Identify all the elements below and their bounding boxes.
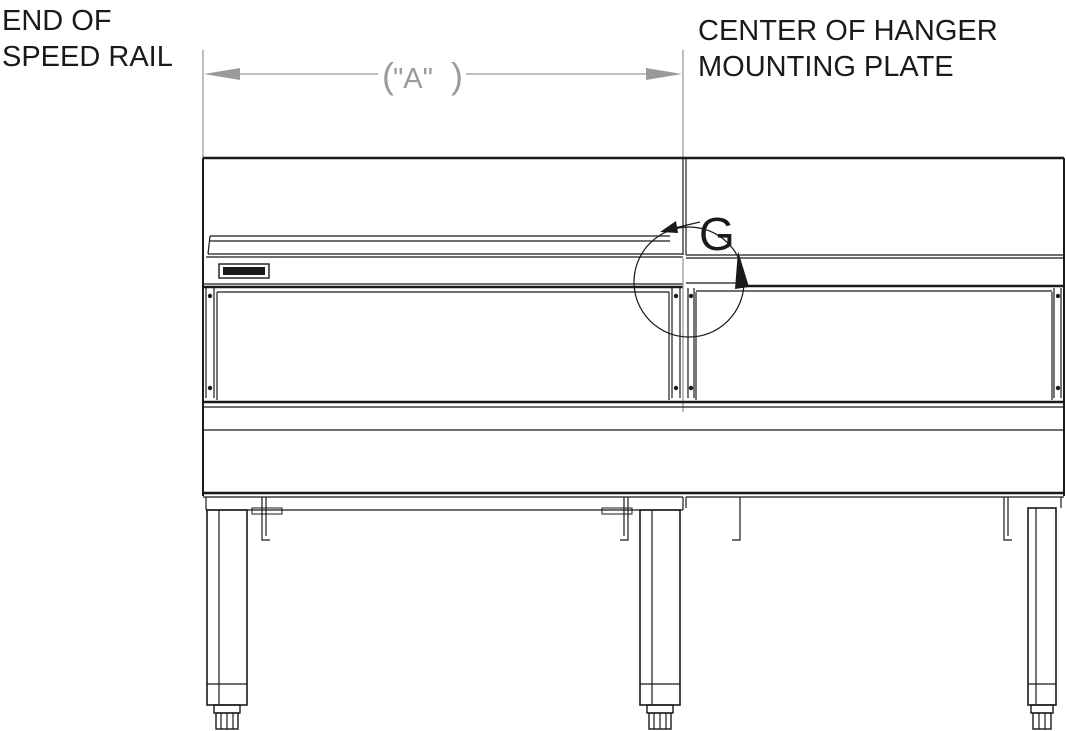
detail-arrowhead: [660, 221, 678, 233]
dimension-paren-close: ): [451, 55, 463, 96]
end-of-speed-rail-label-line1: END OF: [2, 5, 112, 37]
detail-g-label: G: [699, 208, 735, 260]
detail-pointer: [735, 251, 749, 289]
dimension-a-label: "A": [393, 63, 433, 95]
nameplate-badge: [218, 263, 270, 279]
leg-right: [1027, 507, 1057, 730]
end-of-speed-rail-label-line2: SPEED RAIL: [2, 41, 173, 73]
base-rail: [205, 497, 1062, 511]
arrowhead-right: [646, 68, 682, 80]
center-hanger-label-line1: CENTER OF HANGER: [698, 15, 998, 47]
leg-center: [639, 509, 681, 730]
dimension-paren-open: (: [382, 55, 394, 96]
mounting-brackets: [251, 497, 1012, 541]
dimension-a: ( "A" ): [202, 50, 684, 158]
lower-cabinet: [202, 400, 1065, 498]
center-hanger-label-line2: MOUNTING PLATE: [698, 51, 954, 83]
arrowhead-left: [204, 68, 240, 80]
right-top-strip: [686, 254, 1064, 259]
front-band: [202, 258, 1065, 289]
speed-rail: [206, 235, 683, 258]
back-panel: [202, 156, 1065, 258]
well-opening: [202, 258, 1065, 412]
leg-left: [206, 509, 248, 730]
detail-g-callout: G: [633, 208, 749, 338]
